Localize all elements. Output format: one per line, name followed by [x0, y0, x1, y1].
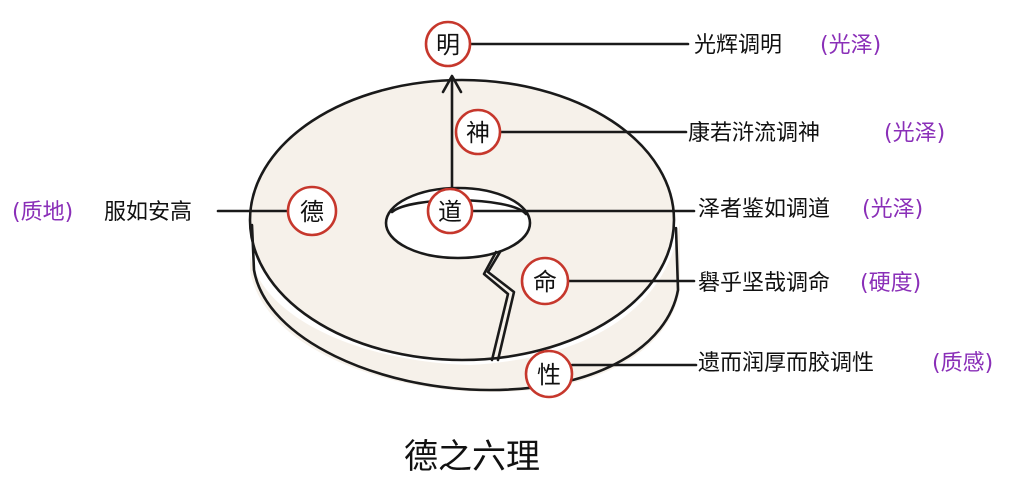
- label-dao-text: 泽者鉴如调道: [698, 197, 830, 222]
- label-xing-text: 遗而润厚而胶调性: [698, 351, 874, 376]
- node-de-label: 德: [300, 198, 324, 226]
- node-xing: 性: [524, 349, 574, 399]
- disc-crack: [486, 250, 516, 362]
- label-ming-tag: (光泽): [820, 33, 881, 58]
- label-dao-tag: (光泽): [862, 197, 923, 222]
- node-de: 德: [286, 185, 338, 237]
- node-dao-label: 道: [438, 198, 462, 226]
- disc-side-outline: [250, 223, 680, 392]
- node-ming-fate: 命: [520, 256, 570, 306]
- label-xing: 遗而润厚而胶调性 (质感): [698, 351, 993, 376]
- disc-crack-2: [482, 250, 510, 362]
- label-de-tag: (质地): [12, 200, 73, 225]
- label-ming-fate: 礜乎坚哉调命 (硬度): [698, 271, 921, 296]
- node-shen: 神: [454, 108, 502, 156]
- label-ming-fate-tag: (硬度): [860, 271, 921, 296]
- connector-lines: [216, 42, 698, 367]
- node-dao: 道: [426, 187, 474, 235]
- label-shen: 康若浒流调神 (光泽): [688, 121, 945, 146]
- diagram-caption: 德之六理: [404, 437, 540, 477]
- label-ming-fate-text: 礜乎坚哉调命: [698, 271, 830, 296]
- node-ming-fate-label: 命: [533, 268, 557, 296]
- label-xing-tag: (质感): [932, 351, 993, 376]
- label-dao: 泽者鉴如调道 (光泽): [698, 197, 923, 222]
- node-ming-label: 明: [436, 31, 460, 59]
- label-ming-text: 光辉调明: [694, 33, 782, 58]
- label-shen-text: 康若浒流调神: [688, 121, 820, 146]
- node-xing-label: 性: [537, 361, 561, 389]
- disc-side-wall: [250, 208, 680, 392]
- arrow-dao-to-ming: [441, 74, 463, 200]
- label-de-text: 服如安高: [104, 200, 192, 225]
- node-ming: 明: [424, 20, 472, 68]
- label-de: (质地) 服如安高: [12, 200, 192, 225]
- label-shen-tag: (光泽): [884, 121, 945, 146]
- node-shen-label: 神: [466, 119, 490, 147]
- label-ming: 光辉调明 (光泽): [694, 33, 881, 58]
